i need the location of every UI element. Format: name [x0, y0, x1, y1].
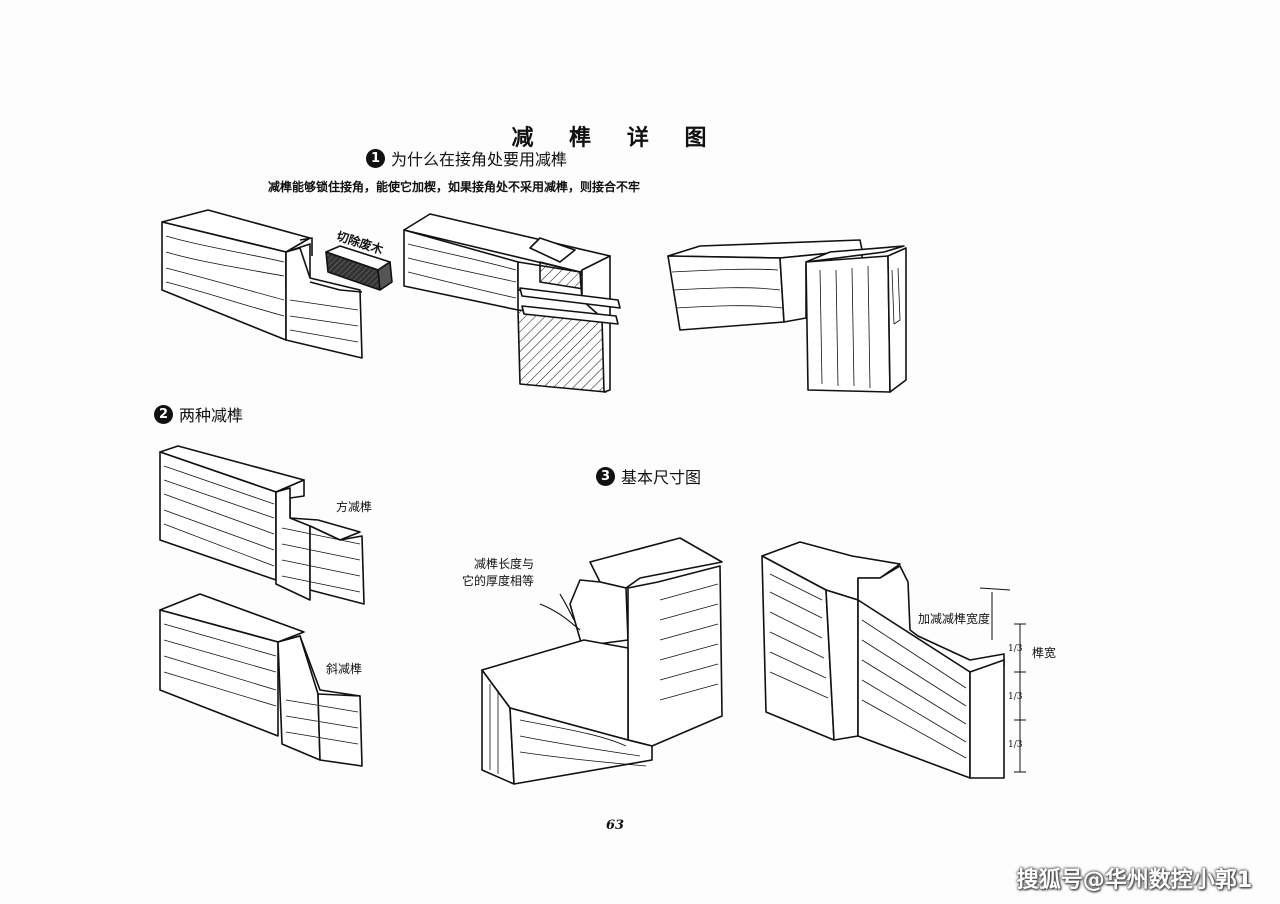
length-note: 减榫长度与 它的厚度相等: [462, 556, 534, 590]
tenon-width-label: 榫宽: [1032, 646, 1057, 660]
section1-title: 为什么在接角处要用减榫: [391, 150, 568, 169]
fraction-1: 1/3: [1008, 644, 1023, 654]
section2-number: 2: [154, 404, 173, 424]
haunch-width-label: 加减减榫宽度: [918, 612, 991, 626]
length-note-line1: 减榫长度与: [474, 557, 535, 571]
fig3-left-dimension: [481, 537, 723, 785]
fraction-3: 1/3: [1008, 740, 1023, 750]
dimension-line: [979, 587, 1026, 773]
section1-number: 1: [366, 148, 385, 168]
section2-heading: 2 两种减榫: [154, 402, 243, 426]
fig1b-wedged-joint: [403, 213, 621, 393]
fraction-2: 1/3: [1008, 692, 1023, 702]
section1-note: 减榫能够锁住接角，能使它加楔，如果接角处不采用减榫，则接合不牢: [268, 180, 641, 194]
section1-heading: 1 为什么在接角处要用减榫: [366, 146, 567, 170]
section2-title: 两种减榫: [179, 406, 244, 425]
page-number: 63: [606, 818, 625, 833]
length-note-line2: 它的厚度相等: [462, 574, 535, 588]
fig1a-haunched-board: [161, 209, 363, 359]
angled-haunch-label: 斜减榫: [326, 662, 363, 676]
square-haunch-label: 方减榫: [336, 500, 373, 514]
fig1c-assembled-corner: [667, 239, 907, 393]
fig2-square-haunch: [159, 445, 365, 605]
fig2-angled-haunch: [159, 593, 363, 767]
section3-number: 3: [596, 466, 615, 486]
section3-title: 基本尺寸图: [621, 468, 702, 487]
section3-heading: 3 基本尺寸图: [596, 464, 701, 488]
fig3-right-dimension: [761, 541, 1005, 779]
watermark: 搜狐号@华州数控小郭1: [1016, 868, 1252, 893]
page-title: 减 榫 详 图: [511, 125, 721, 151]
waste-piece: [325, 245, 393, 291]
